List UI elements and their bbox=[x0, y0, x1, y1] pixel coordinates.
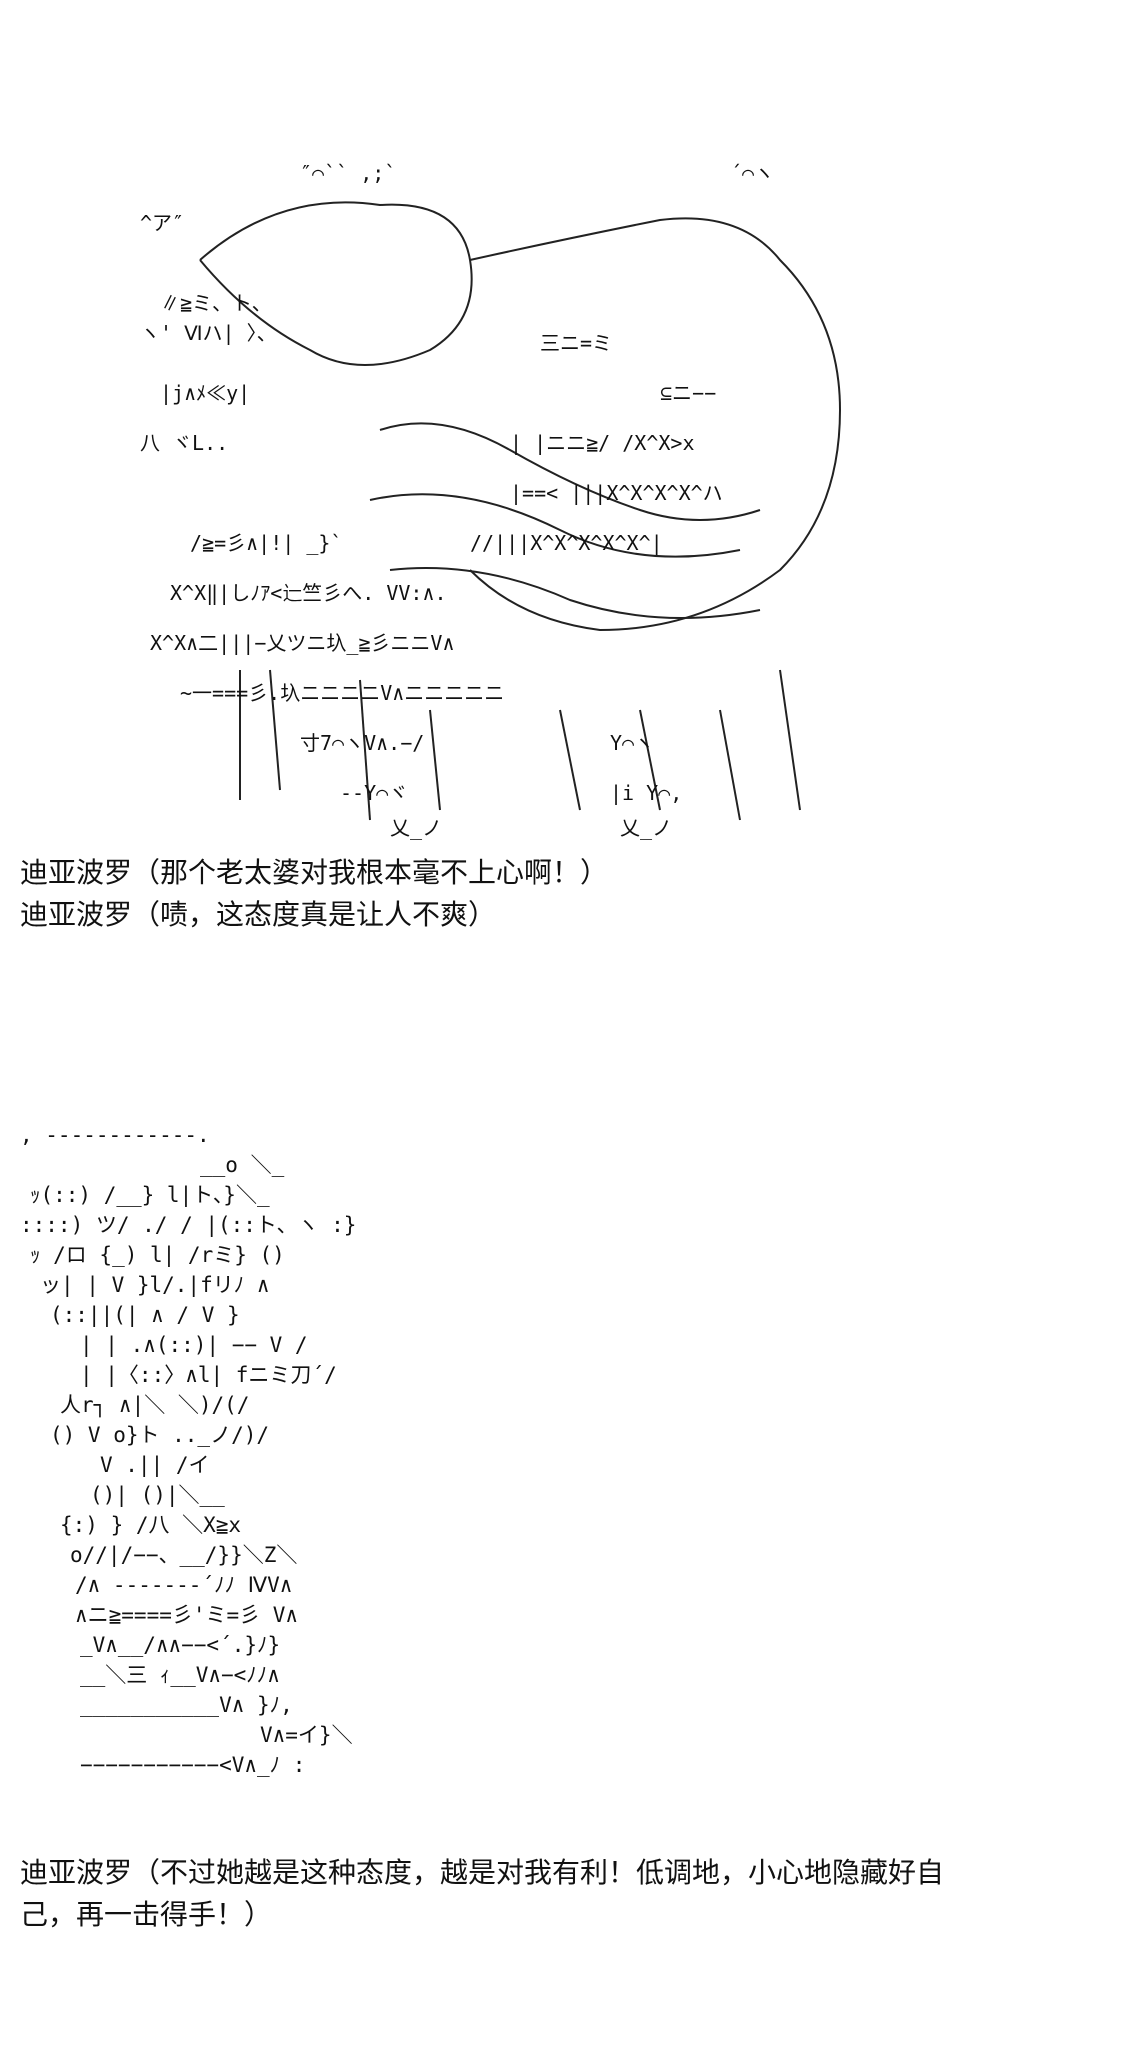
svg-text:, ‐‐‐‐‐‐‐‐‐‐‐‐.: , ‐‐‐‐‐‐‐‐‐‐‐‐. bbox=[20, 1123, 210, 1147]
svg-text:() V o}ト .._ノ/)/: () V o}ト .._ノ/)/ bbox=[50, 1423, 269, 1447]
svg-text:~一===彡.圦ニニニニV∧ニニニニニ: ~一===彡.圦ニニニニV∧ニニニニニ bbox=[180, 681, 504, 705]
svg-text:{:) } /八 ＼X≧x: {:) } /八 ＼X≧x bbox=[60, 1513, 241, 1537]
svg-text:寸7⌒ヽV∧.−/: 寸7⌒ヽV∧.−/ bbox=[300, 731, 424, 755]
svg-text:/∧ ‐‐‐‐‐‐‐´ﾉﾉ ⅣV∧: /∧ ‐‐‐‐‐‐‐´ﾉﾉ ⅣV∧ bbox=[75, 1573, 292, 1597]
svg-text:_V∧__/∧∧−−<´.}ﾉ}: _V∧__/∧∧−−<´.}ﾉ} bbox=[80, 1633, 280, 1657]
svg-text:−−−−−−−−−−−<V∧_ﾉ :: −−−−−−−−−−−<V∧_ﾉ : bbox=[80, 1753, 305, 1777]
svg-text:X^X‖|しﾉｱ<辷竺彡へ. VV:∧.: X^X‖|しﾉｱ<辷竺彡へ. VV:∧. bbox=[170, 581, 447, 605]
svg-text:(::||(| ∧ / V }: (::||(| ∧ / V } bbox=[50, 1303, 240, 1328]
svg-text:∥≧ミ、ト、: ∥≧ミ、ト、 bbox=[160, 291, 272, 315]
svg-text:|==< |||X^X^X^X^ハ: |==< |||X^X^X^X^ハ bbox=[510, 481, 723, 505]
ascii-art-strokes-top: ″⌒`` ,;` ´⌒ヽ ^ア″ ∥≧ミ、ト、 ヽ' Ⅵハ| 〉、 三ニ=ミ |… bbox=[140, 161, 842, 840]
dialogue-line: 迪亚波罗（那个老太婆对我根本毫不上心啊！） bbox=[20, 856, 609, 889]
svg-text:乂_ノ: 乂_ノ bbox=[620, 816, 672, 840]
svg-text:ｯ(::) /__} l|ト、}＼_: ｯ(::) /__} l|ト、}＼_ bbox=[30, 1183, 270, 1208]
svg-text:八 ヾL..: 八 ヾL.. bbox=[140, 431, 228, 455]
svg-text:/≧=彡∧|!| _}`: /≧=彡∧|!| _}` bbox=[190, 531, 342, 555]
svg-text:|j∧ﾒ≪y|: |j∧ﾒ≪y| bbox=[160, 381, 250, 405]
dialogue-line: 迪亚波罗（啧，这态度真是让人不爽） bbox=[20, 898, 497, 931]
svg-text:乂_ノ: 乂_ノ bbox=[390, 816, 442, 840]
svg-text:--Y⌒ヾ: --Y⌒ヾ bbox=[340, 781, 408, 805]
svg-text:| |〈::〉∧l| fニミ刀´/: | |〈::〉∧l| fニミ刀´/ bbox=[80, 1363, 337, 1388]
dialogue-line: 迪亚波罗（不过她越是这种态度，越是对我有利！低调地，小心地隐藏好自 bbox=[20, 1856, 945, 1889]
svg-text:″⌒`` ,;`: ″⌒`` ,;` bbox=[300, 161, 396, 185]
svg-text:Y⌒ヽ: Y⌒ヽ bbox=[610, 731, 654, 755]
svg-text:__o ＼_: __o ＼_ bbox=[200, 1153, 285, 1177]
svg-text:∧ニ≧====彡'ミ=彡 V∧: ∧ニ≧====彡'ミ=彡 V∧ bbox=[75, 1603, 298, 1627]
svg-text:V∧=イ}＼: V∧=イ}＼ bbox=[260, 1723, 353, 1747]
svg-text:人r┐ ∧|＼ ＼)/(/: 人r┐ ∧|＼ ＼)/(/ bbox=[60, 1393, 249, 1418]
svg-text:ッ| | V }l/.|fリﾉ ∧: ッ| | V }l/.|fリﾉ ∧ bbox=[40, 1273, 270, 1298]
svg-text:__＼三 ｨ__V∧−<ﾉﾉ∧: __＼三 ｨ__V∧−<ﾉﾉ∧ bbox=[80, 1663, 280, 1687]
ascii-art-illustration-bottom: , ‐‐‐‐‐‐‐‐‐‐‐‐. __o ＼_ ｯ(::) /__} l|ト、}＼… bbox=[20, 1120, 400, 1830]
ascii-art-illustration-top: ″⌒`` ,;` ´⌒ヽ ^ア″ ∥≧ミ、ト、 ヽ' Ⅵハ| 〉、 三ニ=ミ |… bbox=[140, 150, 860, 840]
svg-text:()| ()|＼__: ()| ()|＼__ bbox=[90, 1483, 225, 1508]
svg-text:___________V∧ }ﾉ,: ___________V∧ }ﾉ, bbox=[80, 1693, 293, 1717]
svg-text:´⌒ヽ: ´⌒ヽ bbox=[730, 161, 774, 185]
svg-text:V .|| /イ: V .|| /イ bbox=[100, 1453, 210, 1478]
svg-text:ｯ /ロ {_) l| /rミ} (): ｯ /ロ {_) l| /rミ} () bbox=[30, 1243, 285, 1268]
svg-text://|||X^X^X^X^X^|: //|||X^X^X^X^X^| bbox=[470, 531, 663, 555]
svg-text:| |ニニ≧/ /X^X>x: | |ニニ≧/ /X^X>x bbox=[510, 431, 695, 455]
svg-text:X^X∧二|||−乂ツニ圦_≧彡ニニV∧: X^X∧二|||−乂ツニ圦_≧彡ニニV∧ bbox=[150, 631, 455, 655]
ascii-art-strokes-bottom: , ‐‐‐‐‐‐‐‐‐‐‐‐. __o ＼_ ｯ(::) /__} l|ト、}＼… bbox=[20, 1123, 356, 1777]
svg-text:三ニ=ミ: 三ニ=ミ bbox=[540, 331, 612, 355]
svg-text:o//|/−−、__/}}＼Z＼: o//|/−−、__/}}＼Z＼ bbox=[70, 1543, 297, 1568]
svg-text:::::) ツ/ ./ / |(::ト、ヽ :}: ::::) ツ/ ./ / |(::ト、ヽ :} bbox=[20, 1213, 356, 1238]
svg-text:| | .∧(::)| −− V /: | | .∧(::)| −− V / bbox=[80, 1333, 308, 1358]
svg-text:^ア″: ^ア″ bbox=[140, 211, 184, 235]
svg-text:|i Y⌒,: |i Y⌒, bbox=[610, 781, 682, 805]
svg-text:⊆ニ−−: ⊆ニ−− bbox=[660, 381, 716, 405]
dialogue-line: 己，再一击得手！） bbox=[20, 1898, 273, 1931]
svg-text:ヽ' Ⅵハ| 〉、: ヽ' Ⅵハ| 〉、 bbox=[140, 321, 277, 345]
